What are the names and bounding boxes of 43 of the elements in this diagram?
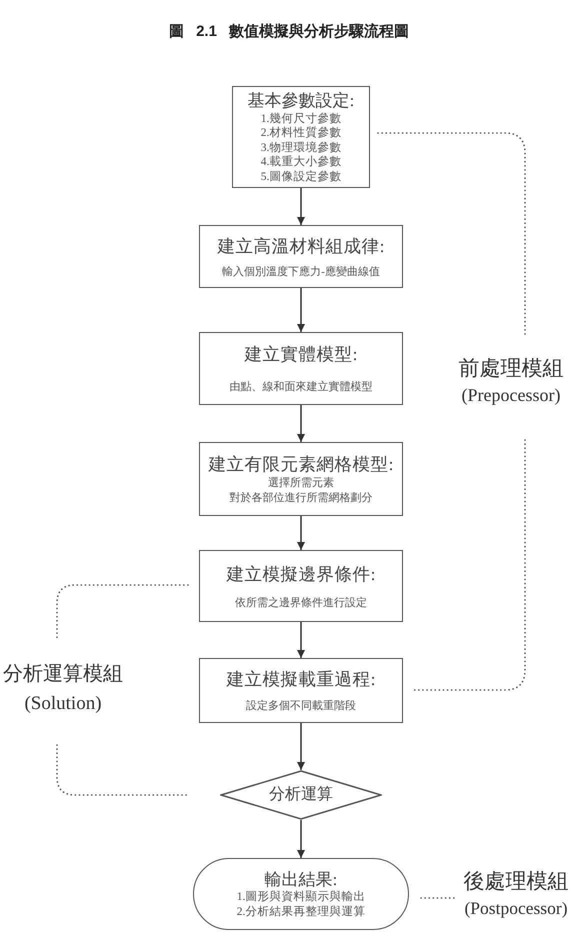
box-text: 輸入個別溫度下應力-應變曲線值 [222, 264, 380, 278]
box-text: 對於各部位進行所需網格劃分 [230, 490, 372, 506]
diamond-label: 分析運算 [269, 785, 333, 805]
box-title: 建立實體模型: [244, 343, 358, 365]
box-text: 2.分析結果再整理與運算 [236, 904, 366, 920]
side-label: 後處理模組 [464, 868, 568, 894]
process-box [199, 225, 403, 288]
arrow [297, 288, 305, 332]
process-box [232, 86, 370, 188]
box-title: 建立模擬邊界條件: [226, 562, 376, 584]
box-text: 1.幾何尺寸參數 [260, 112, 342, 126]
box-text: 4.載重大小參數 [260, 155, 342, 170]
box-title: 建立模擬載重過程: [226, 668, 376, 690]
arrow [297, 820, 305, 858]
process-box [199, 332, 403, 405]
figure-title: 圖 2.1 數值模擬與分析步驟流程圖 [168, 22, 410, 41]
terminal-box [193, 858, 409, 930]
side-label: (Postpocessor) [464, 897, 568, 919]
arrow [297, 622, 305, 658]
arrow [297, 516, 305, 550]
process-box [199, 442, 403, 516]
box-text: 設定多個不同載重階段 [246, 699, 356, 713]
box-title: 輸出結果: [264, 868, 338, 890]
side-label: (Solution) [24, 692, 102, 716]
process-box [199, 550, 403, 622]
side-label: (Prepocessor) [462, 384, 560, 407]
box-title: 基本參數設定: [248, 90, 354, 111]
box-text: 1.圖形與資料顯示與輸出 [236, 890, 366, 904]
box-text: 由點、線和面來建立實體模型 [230, 380, 372, 394]
box-text: 3.物理環境參數 [260, 140, 342, 156]
side-label: 前處理模組 [458, 355, 564, 381]
arrow [297, 723, 305, 770]
box-text: 依所需之邊界條件進行設定 [235, 596, 367, 610]
process-box [199, 658, 403, 723]
box-title: 建立高溫材料組成律: [218, 234, 384, 256]
box-text: 5.圖像設定參數 [260, 170, 342, 184]
decision-diamond [220, 770, 382, 820]
side-label: 分析運算模組 [3, 662, 123, 687]
arrow [297, 188, 305, 225]
box-text: 2.材料性質參數 [260, 126, 342, 141]
box-text: 選擇所需元素 [268, 476, 334, 490]
arrow [297, 405, 305, 442]
box-title: 建立有限元素網格模型: [208, 452, 394, 474]
